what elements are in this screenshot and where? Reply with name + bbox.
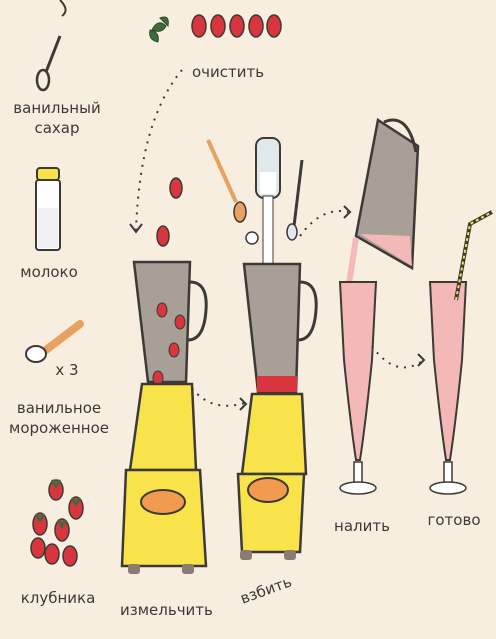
label-milk: молоко: [14, 262, 84, 282]
strawberry-cluster-icon: [31, 480, 83, 566]
falling-strawberries-icon: [157, 178, 182, 246]
dotted-arrow-clean: [136, 70, 182, 230]
pitcher: [348, 120, 418, 290]
milk-glass-icon: [36, 168, 60, 250]
strawberry-row-icon: [192, 15, 281, 37]
spoon-icon: [37, 36, 60, 90]
label-ice-cream-count: х 3: [52, 360, 82, 380]
glass-pour: [340, 282, 376, 494]
leaf-icon: [150, 17, 169, 42]
label-clean: очистить: [186, 62, 270, 82]
partial-glyph: [60, 0, 66, 16]
ice-cream-spoon-icon: [26, 324, 80, 362]
label-ice-cream: ванильное мороженное: [4, 398, 114, 438]
label-pour: налить: [332, 516, 392, 536]
glass-done: [430, 212, 492, 494]
label-strawberry: клубника: [18, 588, 98, 608]
blender-whip: [208, 138, 316, 560]
label-done: готово: [424, 510, 484, 530]
label-chop: измельчить: [120, 600, 210, 620]
blender-chop: [122, 262, 206, 574]
label-vanilla-sugar: ванильный сахар: [12, 98, 102, 138]
